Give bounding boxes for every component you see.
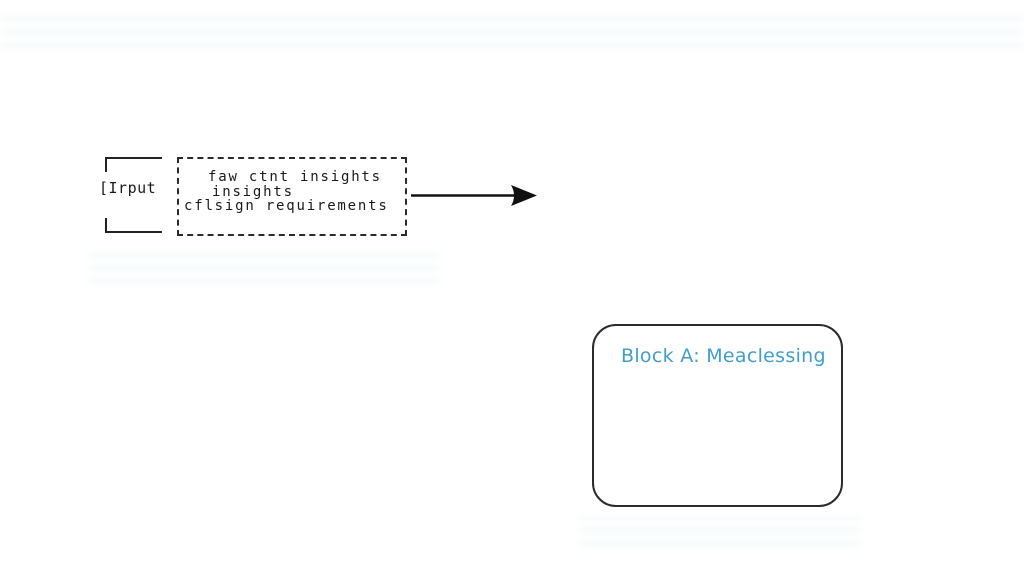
input-node-border-stub-top bbox=[105, 159, 107, 172]
requirements-line: faw ctnt insights bbox=[208, 169, 382, 185]
input-node-border-stub-bottom bbox=[105, 218, 107, 231]
input-node: [Irput bbox=[99, 157, 162, 233]
requirements-line: cflsign requirements bbox=[184, 198, 389, 214]
block-a-node: Block A: Meaclessing bbox=[592, 324, 843, 507]
ghost-text-smudge-under-requirements bbox=[88, 246, 440, 284]
input-node-label: [Irput bbox=[99, 179, 157, 197]
requirements-box: faw ctnt insights insights cflsign requi… bbox=[177, 157, 407, 236]
ghost-text-smudge-under-block-a bbox=[578, 516, 862, 546]
ghost-text-smudge-top bbox=[0, 14, 1024, 48]
block-a-title: Block A: Meaclessing bbox=[621, 345, 826, 367]
requirements-line: insights bbox=[212, 183, 294, 200]
arrow-right-icon bbox=[411, 185, 537, 206]
